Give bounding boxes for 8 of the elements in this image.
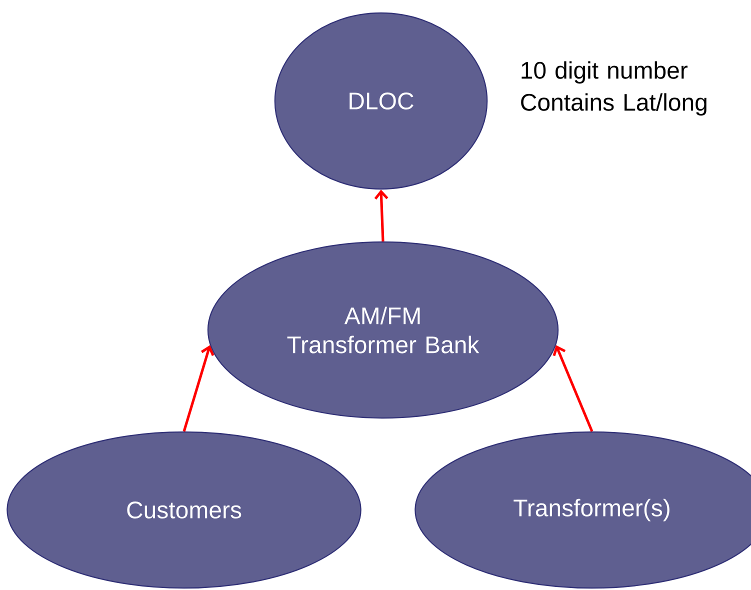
ellipse-node: Transformer(s): [414, 431, 751, 589]
arrow: [182, 345, 214, 432]
arrow: [552, 345, 594, 432]
ellipse-node: AM/FM Transformer Bank: [207, 241, 559, 419]
arrow: [374, 190, 388, 242]
ellipse-node: DLOC: [274, 12, 488, 190]
note-text: 10 digit number Contains Lat/long: [521, 61, 706, 116]
ellipse-node: Customers: [6, 431, 362, 589]
